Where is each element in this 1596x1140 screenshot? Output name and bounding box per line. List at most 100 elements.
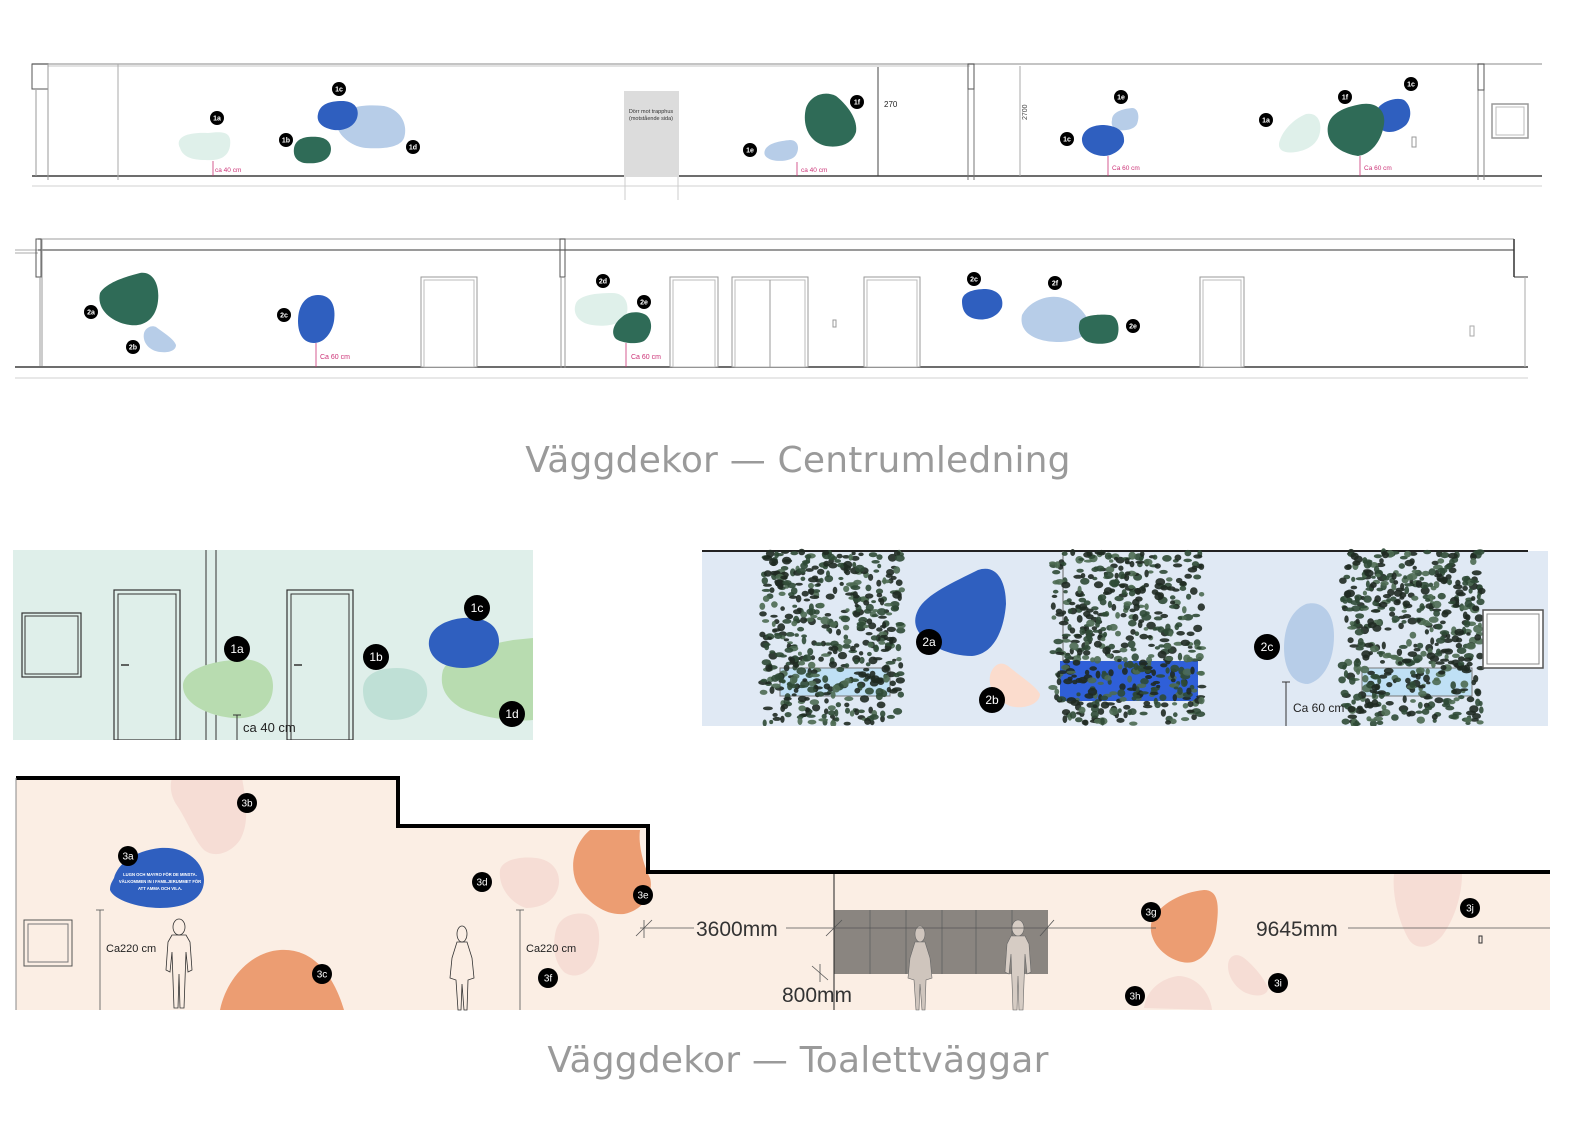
person-silhouette-woman: [449, 925, 475, 1011]
svg-text:2a: 2a: [922, 635, 936, 649]
decal-3j: [1393, 874, 1462, 947]
decal-3b: [170, 778, 247, 855]
marker-2e-right: 2e: [1126, 319, 1140, 333]
decal-1e-right: [1111, 108, 1139, 131]
wall-box: [23, 919, 73, 967]
marker-2c-right: 2c: [967, 272, 981, 286]
marker-3a: 3a: [118, 846, 138, 866]
marker-2e: 2e: [637, 295, 651, 309]
elevation-drawing-row-2: Ca 60 cm Ca 60 cm 2a 2b 2c 2d 2e 2c 2f 2…: [15, 238, 1528, 379]
marker-3h: 3h: [1125, 986, 1145, 1006]
svg-text:1c: 1c: [1063, 137, 1071, 144]
dimension-lines: [96, 909, 1550, 1010]
svg-text:3f: 3f: [544, 974, 553, 985]
dimension-ca220-left: Ca220 cm: [106, 943, 156, 955]
caption-centrumledning: Väggdekor — Centrumledning: [525, 440, 1071, 481]
marker-2c-render: 2c: [1254, 634, 1280, 660]
decal-1a-render: [183, 659, 273, 719]
caption-toalettvaggar: Väggdekor — Toalettväggar: [547, 1040, 1049, 1081]
svg-text:2a: 2a: [87, 310, 95, 317]
svg-text:1d: 1d: [505, 707, 518, 721]
dimension-ca60-a: Ca 60 cm: [1112, 165, 1140, 172]
decal-2c-render: [1284, 603, 1334, 684]
svg-text:1c: 1c: [471, 601, 484, 615]
marker-3d: 3d: [472, 872, 492, 892]
dimension-ca60-b: Ca 60 cm: [1364, 165, 1392, 172]
marker-1a-right: 1a: [1259, 113, 1273, 127]
height-dimension-2700: 2700: [1022, 104, 1029, 120]
person-silhouette-woman-grey: [907, 925, 933, 1011]
height-dimension-270: 270: [884, 100, 898, 109]
decal-3i: [1228, 955, 1268, 996]
marker-1c: 1c: [332, 82, 346, 96]
decal-2c-right: [962, 289, 1003, 320]
decal-1c-render: [428, 617, 499, 668]
decal-1f-right: [1327, 103, 1385, 156]
decal-2a: [99, 272, 159, 326]
svg-text:3a: 3a: [122, 852, 134, 863]
svg-text:2e: 2e: [1129, 324, 1137, 331]
door-left: [113, 589, 181, 740]
marker-1d: 1d: [406, 140, 420, 154]
decal-2e-right: [1078, 314, 1119, 344]
hanging-plants: [758, 548, 1486, 726]
marker-2b: 2b: [126, 340, 140, 354]
marker-3e: 3e: [633, 885, 653, 905]
electrical-cabinet: [21, 612, 82, 678]
marker-1f-right: 1f: [1338, 90, 1352, 104]
decal-1b: [293, 136, 331, 164]
marker-1f: 1f: [850, 95, 864, 109]
wall-outline: [31, 63, 1542, 200]
sign-text-line-2: VÄLKOMMEN IN I FAMILJERUMMET FÖR: [119, 879, 201, 884]
door-label-line-2: (motstående sida): [629, 115, 673, 122]
svg-text:1e: 1e: [746, 148, 754, 155]
decal-3c: [220, 949, 344, 1010]
door-4: [1199, 276, 1245, 368]
decal-2d: [574, 293, 628, 326]
decal-1c-right: [1081, 125, 1125, 156]
decal-1a-right: [1278, 113, 1321, 153]
ivy-cluster-3: [1337, 548, 1486, 726]
decal-3h: [1144, 976, 1212, 1010]
svg-text:1a: 1a: [1262, 118, 1270, 125]
svg-text:2f: 2f: [1052, 281, 1059, 288]
ivy-cluster-2: [1048, 549, 1207, 726]
marker-1b-render: 1b: [363, 644, 389, 670]
dimension-ca40-render: ca 40 cm: [243, 720, 296, 735]
marker-1a: 1a: [210, 111, 224, 125]
marker-1a-render: 1a: [224, 636, 250, 662]
svg-text:3c: 3c: [317, 970, 328, 981]
marker-2a-render: 2a: [916, 629, 942, 655]
marker-3b: 3b: [237, 793, 257, 813]
svg-text:1d: 1d: [409, 145, 417, 152]
dimension-ca60-render: Ca 60 cm: [1293, 701, 1344, 715]
dimension-800mm: 800mm: [782, 984, 852, 1007]
marker-2f: 2f: [1048, 276, 1062, 290]
wall-box-inner: [27, 923, 69, 963]
svg-text:3j: 3j: [1466, 904, 1474, 915]
render-cream-wall: LUGN OCH MAYRO FÖR DE MINSTA. VÄLKOMMEN …: [15, 776, 1550, 1011]
sign-text-line-1: LUGN OCH MAYRO FÖR DE MINSTA.: [123, 872, 197, 877]
dimension-ca60-2a: Ca 60 cm: [320, 354, 350, 361]
svg-text:1e: 1e: [1117, 95, 1125, 102]
stairwell-door: [624, 91, 679, 177]
sign-text-line-3: ATT AMMA OCH VILA.: [138, 886, 182, 891]
elevation-drawing-row-1: Dörr mot trapphus (motstående sida) 270 …: [31, 63, 1542, 200]
marker-3c: 3c: [312, 964, 332, 984]
door-label-line-1: Dörr mot trapphus: [629, 109, 674, 115]
svg-text:1f: 1f: [854, 100, 861, 107]
door-2: [669, 276, 719, 368]
decal-3e: [573, 830, 651, 915]
decal-3g: [1150, 890, 1218, 963]
decal-1b-render: [363, 668, 428, 720]
dimension-9645mm: 9645mm: [1256, 918, 1338, 941]
door-3: [863, 276, 921, 368]
render-blue-wall: Ca 60 cm 2a 2b 2c: [702, 548, 1548, 726]
window-inner: [1486, 613, 1540, 665]
dimension-ca60-2b: Ca 60 cm: [631, 354, 661, 361]
marker-1e-right: 1e: [1114, 90, 1128, 104]
svg-text:3e: 3e: [637, 891, 649, 902]
marker-3f: 3f: [538, 968, 558, 988]
marker-3g: 3g: [1141, 902, 1161, 922]
svg-text:1c: 1c: [335, 87, 343, 94]
